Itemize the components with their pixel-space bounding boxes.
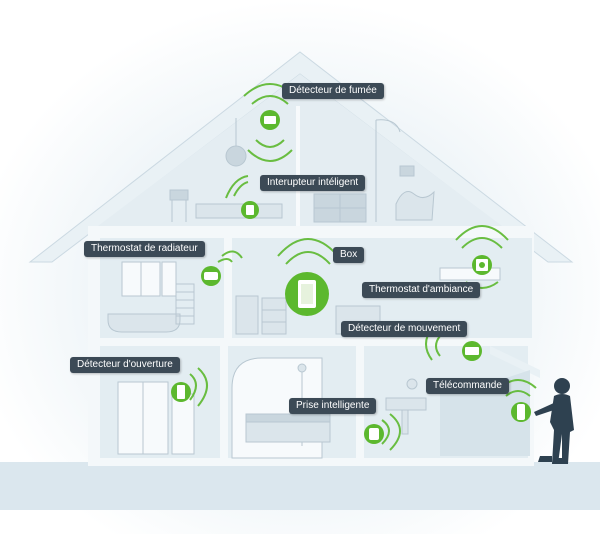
ground	[0, 462, 600, 510]
switch-icon	[241, 201, 259, 219]
bathroom-furniture	[107, 261, 195, 333]
attic-furniture	[169, 118, 435, 223]
remote-icon	[511, 402, 531, 422]
label-smart-switch: Interupteur intéligent	[260, 175, 366, 191]
label-smoke-detector: Détecteur de fumée	[282, 83, 384, 99]
plug-icon	[364, 424, 384, 444]
motion-sensor-icon	[462, 341, 482, 361]
wifi-waves-icon	[189, 83, 537, 451]
label-radiator-thermostat: Thermostat de radiateur	[84, 241, 205, 257]
room-thermostat-icon	[472, 255, 492, 275]
label-motion-detector: Détecteur de mouvement	[341, 321, 468, 337]
radiator-thermostat-icon	[201, 266, 221, 286]
smoke-detector-icon	[260, 110, 280, 130]
person-icon	[534, 378, 574, 464]
label-box: Box	[333, 247, 365, 263]
living-furniture	[231, 357, 331, 459]
label-room-thermostat: Thermostat d'ambiance	[362, 282, 481, 298]
box-icon	[285, 272, 329, 316]
door-sensor-icon	[171, 382, 191, 402]
roof	[28, 51, 574, 263]
annex-roof	[490, 346, 540, 378]
label-smart-plug: Prise intelligente	[289, 398, 377, 414]
entrance-door	[117, 381, 195, 455]
label-remote-control: Télécommande	[426, 378, 509, 394]
label-opening-detector: Détecteur d'ouverture	[70, 357, 180, 373]
